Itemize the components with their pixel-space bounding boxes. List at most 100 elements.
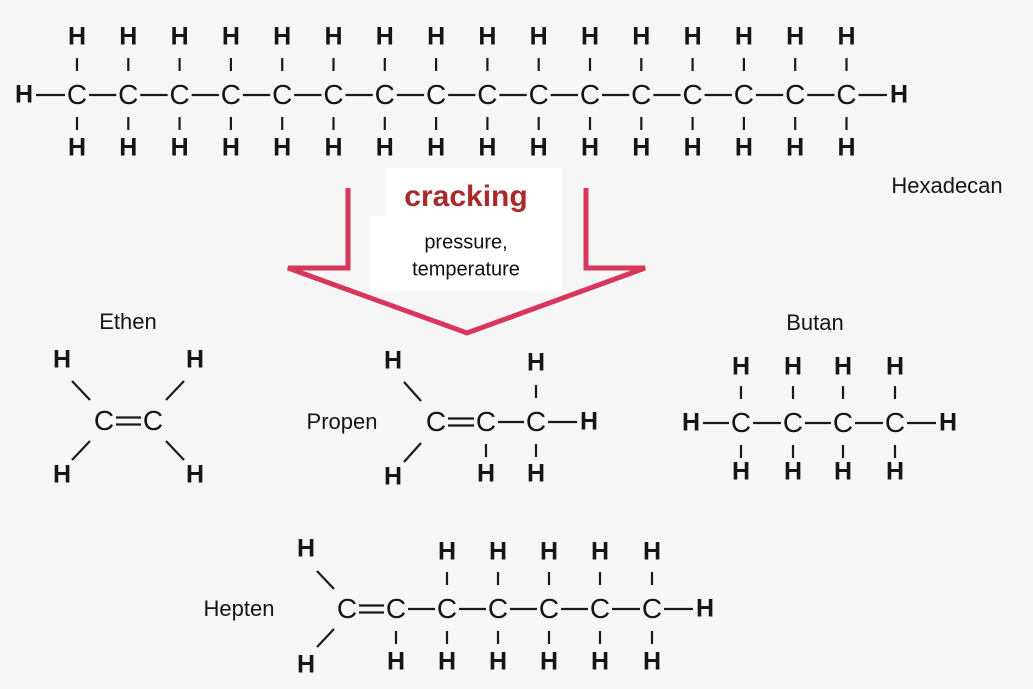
hydrogen-atom-hexadecan: H <box>119 133 138 162</box>
hydrogen-atom-butan: H <box>783 457 803 486</box>
carbon-atom-hepten: C <box>385 593 407 624</box>
hydrogen-atom-hexadecan: H <box>478 22 497 51</box>
hydrogen-atom-hepten: H <box>539 537 559 566</box>
label-box-conditions <box>370 216 562 291</box>
hydrogen-atom-hepten: H <box>488 537 508 566</box>
condition-temperature: temperature <box>412 258 520 281</box>
hydrogen-atom-hexadecan: H <box>478 133 497 162</box>
hydrogen-atom-ethen: H <box>185 460 205 489</box>
carbon-atom-hexadecan: C <box>220 79 242 110</box>
carbon-atom-hexadecan: C <box>66 79 88 110</box>
carbon-atom-propen: C <box>475 406 497 437</box>
carbon-atom-butan: C <box>884 407 906 438</box>
carbon-atom-hexadecan: C <box>631 79 652 110</box>
hydrogen-atom-ethen: H <box>52 345 72 374</box>
carbon-atom-hexadecan: C <box>733 79 755 110</box>
hydrogen-atom-butan: H <box>783 352 803 381</box>
hydrogen-atom-hexadecan: H <box>67 133 87 162</box>
hydrogen-atom-hepten: H <box>296 650 316 679</box>
hydrogen-atom-hexadecan: H <box>273 22 292 51</box>
carbon-atom-propen: C <box>525 406 547 437</box>
hydrogen-atom-hexadecan: H <box>324 22 343 51</box>
hydrogen-atom-butan: H <box>681 408 701 437</box>
hydrogen-atom-butan: H <box>833 457 853 486</box>
carbon-atom-hexadecan: C <box>528 79 549 110</box>
label-box <box>386 168 562 218</box>
reactant-name: Hexadecan <box>891 173 1003 198</box>
hydrogen-atom-butan: H <box>885 352 905 381</box>
carbon-atom-propen: C <box>425 406 447 437</box>
carbon-atom-hexadecan: C <box>785 79 806 110</box>
carbon-atom-hepten: C <box>641 593 663 624</box>
carbon-atom-hepten: C <box>436 593 458 624</box>
hydrogen-atom-hepten: H <box>590 537 610 566</box>
hydrogen-atom-hepten: H <box>642 647 662 676</box>
hydrogen-atom-hexadecan: H <box>14 80 34 109</box>
carbon-atom-hepten: C <box>336 593 358 624</box>
hydrogen-atom-butan: H <box>731 352 751 381</box>
hydrogen-atom-hexadecan: H <box>529 22 548 51</box>
hydrogen-atom-hexadecan: H <box>734 22 753 51</box>
carbon-atom-hexadecan: C <box>425 79 447 110</box>
hydrogen-atom-ethen: H <box>185 345 205 374</box>
carbon-atom-hexadecan: C <box>836 79 857 110</box>
carbon-atom-hexadecan: C <box>169 79 190 110</box>
carbon-atom-hexadecan: C <box>374 79 395 110</box>
hydrogen-atom-hepten: H <box>590 647 610 676</box>
product-name-propen: Propen <box>306 409 378 434</box>
carbon-atom-hepten: C <box>589 593 611 624</box>
hydrogen-atom-hexadecan: H <box>221 133 240 162</box>
carbon-atom-butan: C <box>782 407 804 438</box>
hydrogen-atom-propen: H <box>383 346 403 375</box>
hydrogen-atom-hexadecan: H <box>427 133 446 162</box>
hydrogen-atom-hexadecan: H <box>786 22 805 51</box>
hydrogen-atom-hepten: H <box>386 647 406 676</box>
hydrogen-atom-hexadecan: H <box>273 133 292 162</box>
hydrogen-atom-hexadecan: H <box>580 133 600 162</box>
hydrogen-atom-hexadecan: H <box>119 22 138 51</box>
hydrogen-atom-hepten: H <box>296 534 316 563</box>
product-name-butan: Butan <box>786 310 844 335</box>
carbon-atom-hexadecan: C <box>579 79 601 110</box>
hydrogen-atom-propen: H <box>579 407 599 436</box>
product-name-hepten: Hepten <box>203 596 275 621</box>
hydrogen-atom-hexadecan: H <box>683 133 702 162</box>
carbon-atom-hexadecan: C <box>323 79 344 110</box>
hydrogen-atom-butan: H <box>885 457 905 486</box>
carbon-atom-hexadecan: C <box>477 79 498 110</box>
hydrogen-atom-hexadecan: H <box>170 22 189 51</box>
hydrogen-atom-hexadecan: H <box>375 22 394 51</box>
hydrogen-atom-hexadecan: H <box>786 133 805 162</box>
hydrogen-atom-hexadecan: H <box>170 133 189 162</box>
hydrogen-atom-propen: H <box>383 462 403 491</box>
process-label: cracking <box>404 180 528 213</box>
hydrogen-atom-hexadecan: H <box>375 133 394 162</box>
hydrogen-atom-hepten: H <box>437 647 457 676</box>
carbon-atom-hepten: C <box>487 593 509 624</box>
hydrogen-atom-butan: H <box>731 457 751 486</box>
hydrogen-atom-hexadecan: H <box>889 80 909 109</box>
hydrogen-atom-hexadecan: H <box>67 22 87 51</box>
carbon-atom-hexadecan: C <box>272 79 293 110</box>
condition-pressure: pressure, <box>424 231 508 254</box>
hydrogen-atom-hexadecan: H <box>529 133 548 162</box>
hydrogen-atom-hepten: H <box>539 647 559 676</box>
hydrogen-atom-hexadecan: H <box>580 22 600 51</box>
hydrogen-atom-propen: H <box>476 459 496 488</box>
hydrogen-atom-ethen: H <box>52 460 72 489</box>
hydrogen-atom-hexadecan: H <box>837 133 856 162</box>
hydrogen-atom-hepten: H <box>695 594 715 623</box>
hydrogen-atom-hepten: H <box>437 537 457 566</box>
hydrogen-atom-hexadecan: H <box>427 22 446 51</box>
reaction-arrow <box>287 188 646 336</box>
hydrogen-atom-butan: H <box>938 408 958 437</box>
hydrogen-atom-propen: H <box>526 459 546 488</box>
carbon-atom-ethen: C <box>93 405 115 436</box>
hydrogen-atom-hexadecan: H <box>734 133 753 162</box>
hydrogen-atom-hexadecan: H <box>632 133 651 162</box>
hydrogen-atom-hexadecan: H <box>221 22 240 51</box>
product-name-ethen: Ethen <box>99 309 157 334</box>
hydrogen-atom-hexadecan: H <box>837 22 856 51</box>
